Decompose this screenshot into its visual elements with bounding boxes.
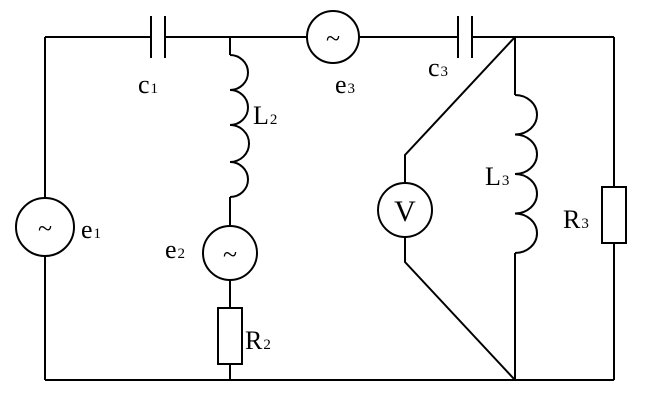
label-c3: c3 [428, 53, 448, 82]
label-e3-sub: 3 [348, 81, 356, 97]
wires [44, 36, 615, 381]
inductor-l2 [229, 54, 250, 198]
label-r3: R3 [563, 205, 589, 234]
voltmeter: V [377, 182, 433, 238]
label-e1: e1 [81, 215, 101, 244]
label-r2-sub: 2 [263, 337, 271, 353]
wire-voltmeter-bottom [404, 237, 516, 381]
label-e2-main: e [165, 235, 177, 264]
source-e1: ~ [15, 197, 75, 257]
label-e3: e3 [335, 70, 355, 99]
capacitor-c1 [150, 16, 166, 58]
label-l2: L2 [253, 101, 277, 130]
source-e1-symbol: ~ [38, 214, 52, 243]
source-e2-circle [202, 225, 258, 281]
label-r3-sub: 3 [581, 216, 589, 232]
source-e2: ~ [202, 225, 258, 281]
label-r2: R2 [245, 326, 271, 355]
label-e1-sub: 1 [94, 226, 102, 242]
label-c1: c1 [138, 70, 158, 99]
label-r3-main: R [563, 205, 581, 234]
label-c3-sub: 3 [441, 64, 449, 80]
label-l2-main: L [253, 101, 269, 130]
label-c1-main: c [138, 70, 150, 99]
source-e1-circle [15, 197, 75, 257]
label-c1-sub: 1 [151, 81, 159, 97]
resistor-r3 [601, 186, 627, 244]
label-e2-sub: 2 [178, 246, 186, 262]
source-e3-symbol: ~ [326, 24, 340, 53]
label-e3-main: e [335, 70, 347, 99]
capacitor-c3 [457, 16, 473, 58]
label-r2-main: R [245, 326, 263, 355]
voltmeter-circle [377, 182, 433, 238]
inductor-l3 [514, 94, 538, 254]
source-e2-symbol: ~ [223, 240, 237, 269]
label-l3-sub: 3 [502, 173, 510, 189]
resistor-r2 [217, 307, 243, 365]
label-e1-main: e [81, 215, 93, 244]
label-l3-main: L [485, 162, 501, 191]
label-c3-main: c [428, 53, 440, 82]
label-l2-sub: 2 [270, 112, 278, 128]
label-l3: L3 [485, 162, 509, 191]
wire-voltmeter-top [404, 36, 516, 183]
label-e2: e2 [165, 235, 185, 264]
source-e3: ~ [306, 10, 360, 64]
voltmeter-symbol: V [394, 195, 416, 228]
source-e3-circle [306, 10, 360, 64]
